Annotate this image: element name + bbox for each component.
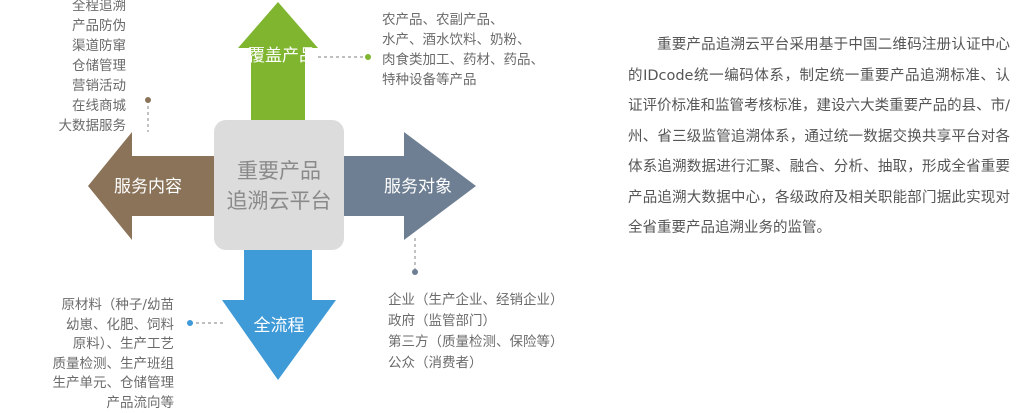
service-content-item: 大数据服务 (20, 116, 126, 136)
full-process-item: 幼崽、化肥、饲料 (24, 316, 174, 336)
full-process-item: 产品流向等 (24, 394, 174, 413)
full-process-item: 生产单元、仓储管理 (24, 374, 174, 394)
arrow-down (222, 248, 336, 380)
arrow-up-label: 覆盖产品 (248, 46, 316, 66)
service-targets-item: 第三方（质量检测、保险等） (388, 332, 594, 353)
service-targets-item: 政府（监管部门） (388, 311, 594, 332)
service-content-item: 营销活动 (20, 76, 126, 96)
service-content-item: 渠道防窜 (20, 36, 126, 56)
dot-covered-products (365, 54, 371, 60)
center-title-line1: 重要产品 (237, 159, 321, 183)
center-title-line2: 追溯云平台 (227, 189, 332, 213)
dot-service-content (145, 97, 151, 103)
service-targets-item: 公众（消费者） (388, 353, 594, 374)
service-content-item: 产品防伪 (20, 16, 126, 36)
full-process-item: 质量检测、生产班组 (24, 355, 174, 375)
covered-products-item: 农产品、农副产品、 (382, 10, 582, 30)
platform-diagram: 覆盖产品 服务内容 服务对象 全流程 重要产品 追溯云平台 全程追溯 产品防伪 … (0, 0, 600, 408)
service-targets-list: 企业（生产企业、经销企业） 政府（监管部门） 第三方（质量检测、保险等） 公众（… (388, 290, 594, 374)
full-process-item: 原材料（种子/幼苗 (24, 296, 174, 316)
covered-products-list: 农产品、农副产品、 水产、酒水饮料、奶粉、 肉食类加工、药材、药品、 特种设备等… (382, 10, 582, 90)
service-content-item: 仓储管理 (20, 56, 126, 76)
arrow-right-label: 服务对象 (384, 177, 452, 197)
full-process-item: 原料）、生产工艺 (24, 335, 174, 355)
arrow-down-label: 全流程 (254, 316, 305, 336)
full-process-list: 原材料（种子/幼苗 幼崽、化肥、饲料 原料）、生产工艺 质量检测、生产班组 生产… (24, 296, 174, 413)
covered-products-item: 肉食类加工、药材、药品、 (382, 50, 582, 70)
service-targets-item: 企业（生产企业、经销企业） (388, 290, 594, 311)
service-content-item: 全程追溯 (20, 0, 126, 16)
service-content-list: 全程追溯 产品防伪 渠道防窜 仓储管理 营销活动 在线商城 大数据服务 (20, 0, 126, 136)
dot-service-targets (412, 269, 418, 275)
covered-products-item: 特种设备等产品 (382, 70, 582, 90)
arrow-left-label: 服务内容 (114, 177, 182, 197)
center-box (214, 120, 344, 250)
covered-products-item: 水产、酒水饮料、奶粉、 (382, 30, 582, 50)
service-content-item: 在线商城 (20, 96, 126, 116)
dot-full-process (187, 320, 193, 326)
platform-description: 重要产品追溯云平台采用基于中国二维码注册认证中心的IDcode统一编码体系，制定… (628, 30, 1010, 244)
